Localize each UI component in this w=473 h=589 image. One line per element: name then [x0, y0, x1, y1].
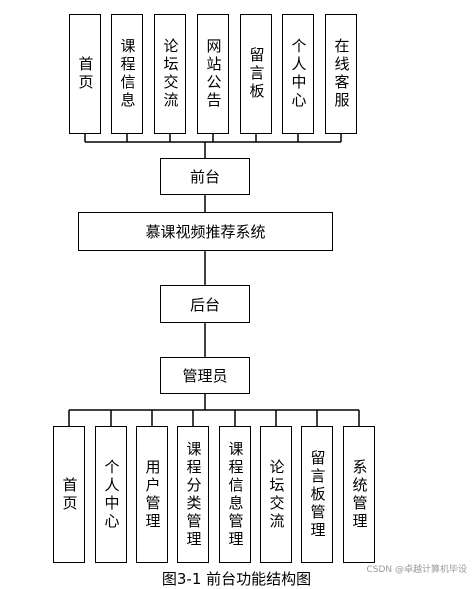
- admin-module-system-management: 系统管理: [343, 426, 375, 563]
- module-label: 首页: [60, 476, 79, 513]
- backend-label: 后台: [189, 295, 220, 314]
- admin-module-forum: 论坛交流: [260, 426, 292, 563]
- module-box-forum: 论坛交流: [154, 14, 186, 134]
- module-box-personal-center: 个人中心: [282, 14, 314, 134]
- module-label: 网站公告: [204, 38, 223, 110]
- system-box: 慕课视频推荐系统: [78, 212, 333, 251]
- frontend-box: 前台: [160, 158, 250, 195]
- backend-box: 后台: [160, 285, 250, 323]
- admin-box: 管理员: [160, 357, 250, 394]
- admin-module-personal-center: 个人中心: [95, 426, 127, 563]
- module-label: 个人中心: [289, 38, 308, 110]
- module-box-announcement: 网站公告: [197, 14, 229, 134]
- admin-module-course-info: 课程信息管理: [219, 426, 251, 563]
- admin-label: 管理员: [182, 367, 228, 385]
- module-label: 首页: [76, 56, 95, 92]
- module-label: 课程分类管理: [184, 440, 203, 549]
- module-label: 系统管理: [350, 458, 369, 531]
- module-box-course-info: 课程信息: [111, 14, 143, 134]
- module-box-home: 首页: [69, 14, 101, 134]
- module-label: 个人中心: [102, 458, 121, 531]
- admin-module-home: 首页: [53, 426, 85, 563]
- module-label: 留言板管理: [308, 449, 327, 540]
- module-label: 论坛交流: [267, 458, 286, 531]
- module-label: 留言板: [247, 47, 266, 101]
- module-label: 论坛交流: [161, 38, 180, 110]
- admin-module-message-board: 留言板管理: [301, 426, 333, 563]
- module-label: 课程信息: [118, 38, 137, 110]
- watermark: CSDN @卓越计算机毕设: [366, 565, 467, 575]
- module-label: 课程信息管理: [226, 440, 245, 549]
- module-box-message-board: 留言板: [240, 14, 272, 134]
- admin-module-user-management: 用户管理: [136, 426, 168, 563]
- module-box-online-service: 在线客服: [325, 14, 357, 134]
- module-label: 用户管理: [143, 458, 162, 531]
- admin-module-course-category: 课程分类管理: [177, 426, 209, 563]
- module-label: 在线客服: [332, 38, 351, 110]
- system-label: 慕课视频推荐系统: [145, 223, 266, 241]
- frontend-label: 前台: [189, 168, 220, 186]
